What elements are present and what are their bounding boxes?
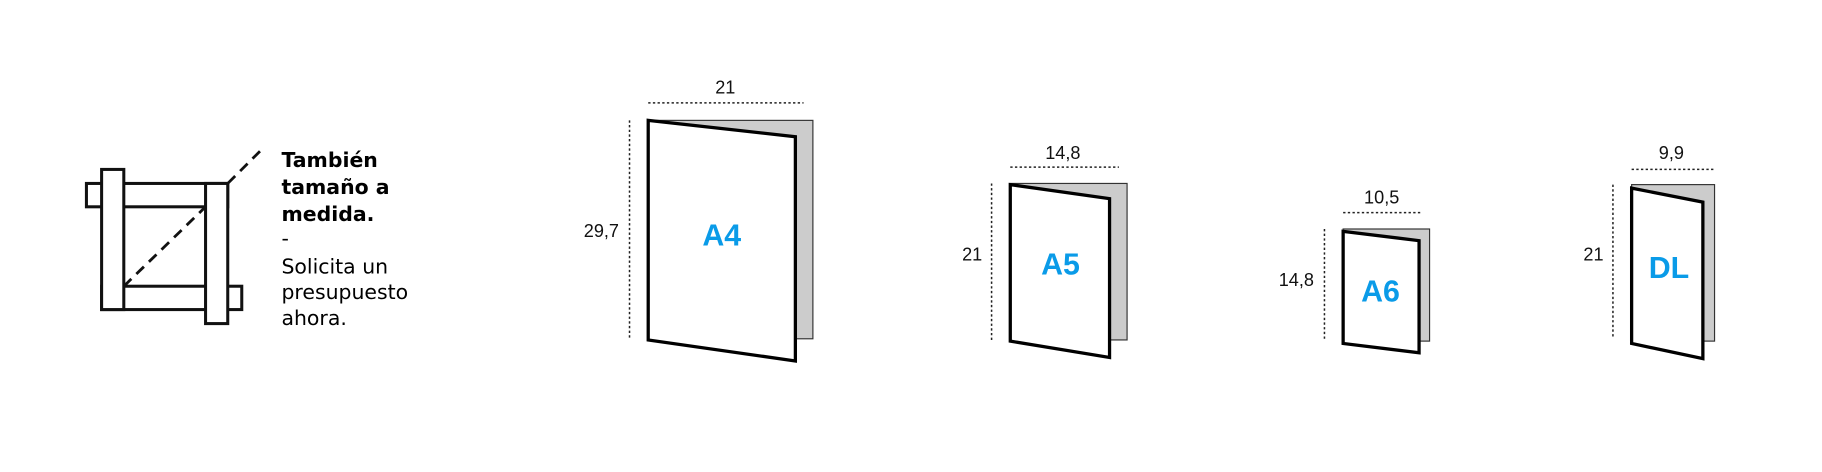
custom-size-body-line: ahora. [281,306,346,330]
crop-resize-icon [84,146,265,326]
width-label: 9,9 [1659,143,1684,163]
format-dl: 9,9 21 DL [1583,143,1716,361]
front-page [1341,229,1421,355]
front-page [1629,186,1705,361]
width-label: 21 [715,78,735,98]
height-label: 14,8 [1279,270,1314,290]
custom-size-title-line: tamaño a [281,175,389,199]
format-name: A6 [1361,275,1400,308]
height-label: 21 [1583,245,1603,265]
format-name: DL [1649,252,1689,285]
custom-size-body-line: presupuesto [281,280,408,304]
width-label: 14,8 [1045,143,1080,163]
format-a4: 21 29,7 A4 [584,78,814,363]
width-label: 10,5 [1364,187,1399,207]
custom-size-body-line: Solicita un [281,254,388,278]
height-label: 21 [962,245,982,265]
format-a6: 10,5 14,8 A6 [1279,187,1431,355]
format-name: A4 [702,219,741,252]
front-page [1008,182,1112,360]
custom-size-title-line: También [281,148,377,172]
height-label: 29,7 [584,221,619,241]
front-page [646,118,798,363]
custom-size-separator: - [281,226,288,250]
format-name: A5 [1041,249,1080,282]
format-a5: 14,8 21 A5 [962,143,1128,360]
custom-size-text[interactable]: También tamaño a medida. - Solicita un p… [281,148,408,330]
custom-size-title-line: medida. [281,202,374,226]
